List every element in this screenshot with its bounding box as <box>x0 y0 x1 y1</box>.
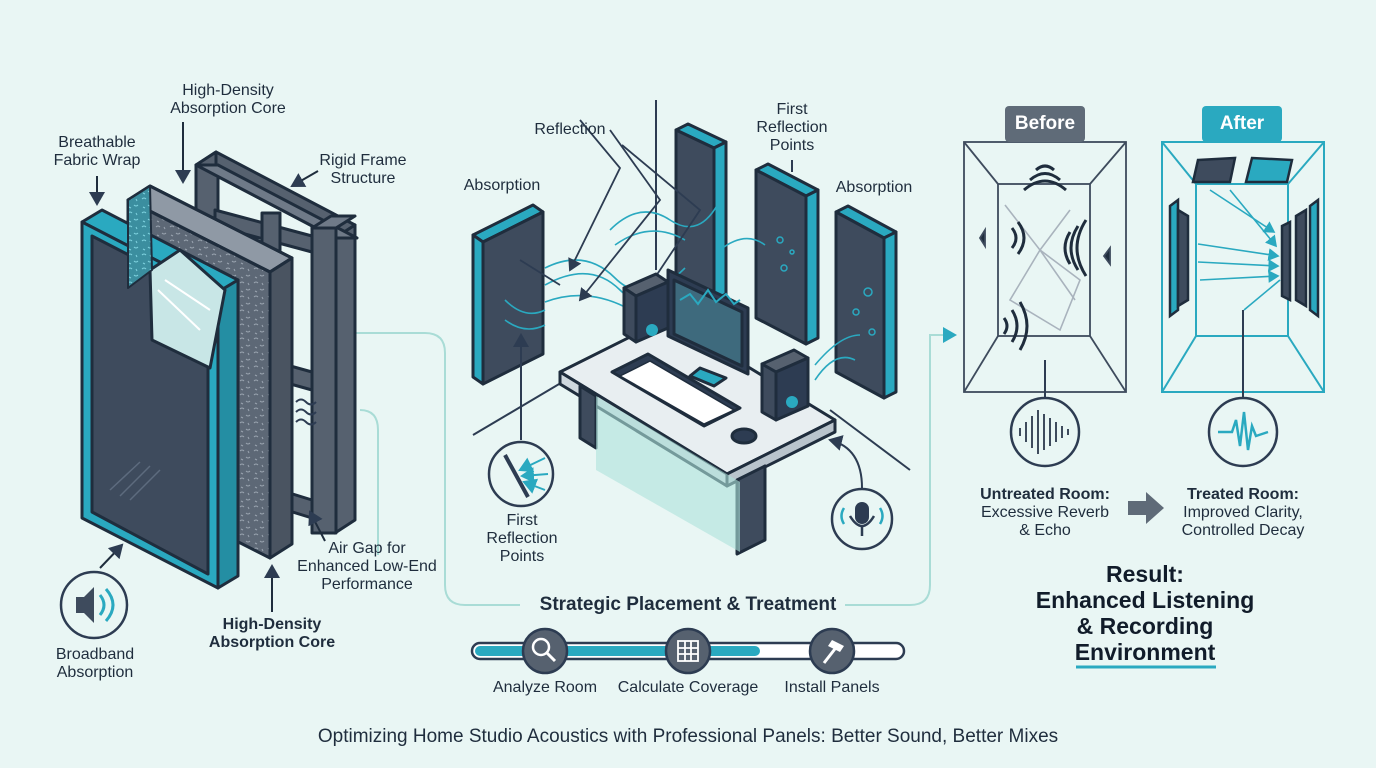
label-absorption-right: Absorption <box>835 179 913 196</box>
untreated-title: Untreated Room: <box>980 486 1110 503</box>
comparison-arrow <box>1128 492 1164 524</box>
label-broadband: Broadband Absorption <box>55 646 135 681</box>
step-label-calculate: Calculate Coverage <box>617 679 759 696</box>
reverb-waveform-icon <box>1009 396 1081 468</box>
after-tag: After <box>1219 113 1265 134</box>
reflection-point-icon <box>487 160 793 508</box>
treated-desc: Improved Clarity, Controlled Decay <box>1181 504 1305 539</box>
label-air-gap: Air Gap for Enhanced Low-End Performance <box>297 540 437 593</box>
label-core-top: High-Density Absorption Core <box>170 82 286 117</box>
studio-room <box>471 100 911 556</box>
speaker-icon <box>59 570 129 640</box>
label-first-reflection-bottom: First Reflection Points <box>486 512 558 565</box>
process-track <box>470 627 906 675</box>
air-gap-icon <box>295 398 317 426</box>
label-first-reflection-top: First Reflection Points <box>756 101 828 154</box>
flow-connectors <box>345 327 957 606</box>
grid-icon <box>664 627 712 675</box>
microphone-icon <box>828 435 894 551</box>
label-core-bottom: High-Density Absorption Core <box>208 616 336 651</box>
progress-fill <box>475 646 760 656</box>
clean-waveform-icon <box>1207 396 1279 468</box>
label-reflection: Reflection <box>534 121 606 138</box>
after-room <box>1161 141 1325 398</box>
after-tag-bg <box>1202 106 1282 142</box>
before-tag-bg <box>1005 106 1085 142</box>
step-label-analyze: Analyze Room <box>492 679 598 696</box>
label-fabric-wrap: Breathable Fabric Wrap <box>53 134 141 169</box>
result-text: Result: Enhanced Listening & Recording E… <box>1035 561 1255 665</box>
process-title: Strategic Placement & Treatment <box>539 594 837 615</box>
label-rigid-frame: Rigid Frame Structure <box>319 152 407 187</box>
magnifier-icon <box>521 627 569 675</box>
panel-exploded-view <box>80 150 359 590</box>
footer-caption: Optimizing Home Studio Acoustics with Pr… <box>317 726 1059 747</box>
label-absorption-left: Absorption <box>463 177 541 194</box>
untreated-desc: Excessive Reverb & Echo <box>980 504 1110 539</box>
step-label-install: Install Panels <box>784 679 880 696</box>
before-tag: Before <box>1014 113 1076 134</box>
panel-pointers <box>89 122 326 612</box>
before-room <box>963 141 1127 398</box>
treated-title: Treated Room: <box>1186 486 1299 503</box>
